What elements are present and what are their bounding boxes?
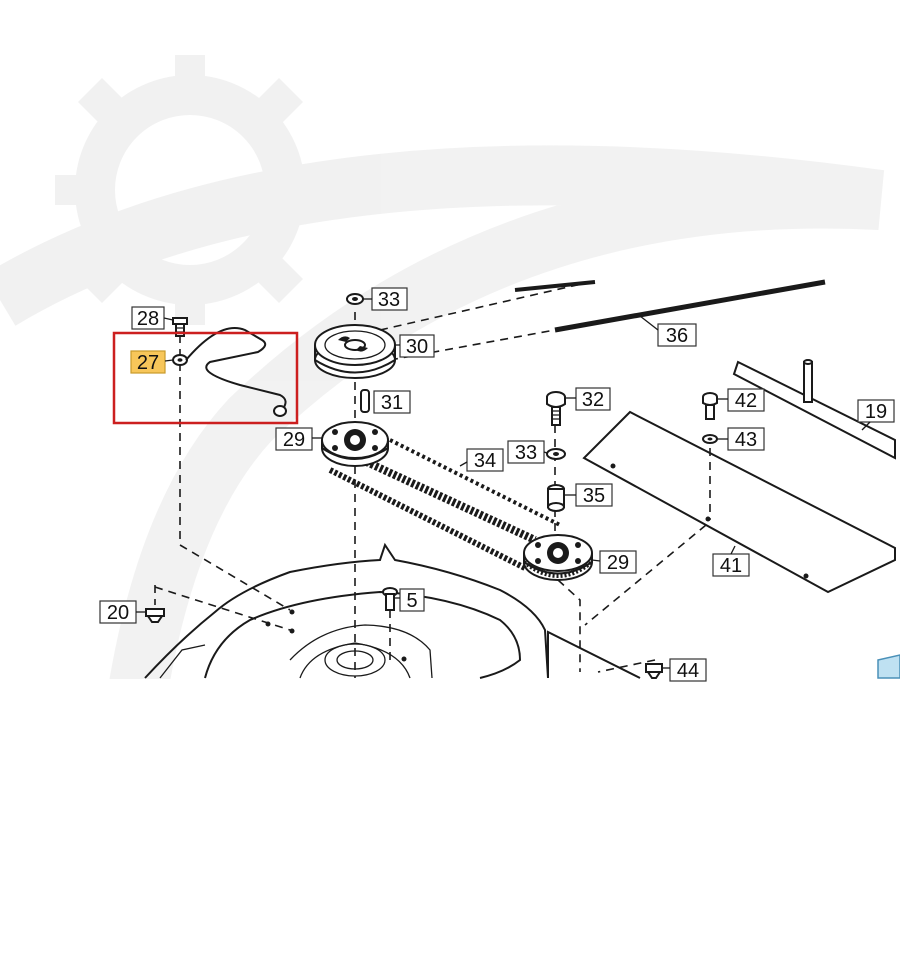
label-28[interactable]: 28 <box>131 306 174 330</box>
key-31 <box>360 389 370 413</box>
washer-33-mid <box>546 448 566 460</box>
svg-text:33: 33 <box>515 442 537 464</box>
svg-text:34: 34 <box>474 450 496 472</box>
svg-text:20: 20 <box>107 602 129 624</box>
pulley-29-upper <box>321 421 389 467</box>
label-32[interactable]: 32 <box>565 387 611 411</box>
spacer-35 <box>547 484 565 512</box>
svg-text:42: 42 <box>735 390 757 412</box>
svg-text:30: 30 <box>406 336 428 358</box>
bolt-32 <box>546 391 566 426</box>
label-33-top[interactable]: 33 <box>363 287 408 311</box>
callout-box-27 <box>112 331 299 425</box>
label-43[interactable]: 43 <box>717 427 765 451</box>
nut-44 <box>645 663 663 679</box>
washer-43 <box>702 434 718 444</box>
label-29-lower[interactable]: 29 <box>591 550 637 574</box>
svg-text:29: 29 <box>283 429 305 451</box>
washer-27 <box>172 354 188 366</box>
svg-text:29: 29 <box>607 552 629 574</box>
label-36[interactable]: 36 <box>639 315 697 347</box>
label-5[interactable]: 5 <box>394 588 425 612</box>
svg-text:27: 27 <box>137 352 159 374</box>
watermark-gear-icon <box>0 55 885 941</box>
assembly-axes <box>154 312 711 678</box>
svg-text:31: 31 <box>381 392 403 414</box>
bolt-5 <box>382 587 398 611</box>
label-20[interactable]: 20 <box>99 600 146 624</box>
label-31[interactable]: 31 <box>373 390 411 414</box>
svg-text:32: 32 <box>582 389 604 411</box>
label-35[interactable]: 35 <box>564 483 613 507</box>
svg-text:41: 41 <box>720 555 742 577</box>
svg-text:19: 19 <box>865 401 887 423</box>
svg-text:43: 43 <box>735 429 757 451</box>
svg-text:28: 28 <box>137 308 159 330</box>
label-27[interactable]: 27 <box>130 350 174 374</box>
svg-text:44: 44 <box>677 660 699 682</box>
svg-text:33: 33 <box>378 289 400 311</box>
label-30[interactable]: 30 <box>395 334 435 358</box>
washer-33-top <box>346 293 364 305</box>
label-34[interactable]: 34 <box>459 448 504 472</box>
pulley-30 <box>314 324 396 379</box>
svg-text:35: 35 <box>583 485 605 507</box>
label-29-upper[interactable]: 29 <box>275 427 322 451</box>
svg-text:5: 5 <box>406 590 417 612</box>
bolt-42 <box>702 392 718 420</box>
label-33-mid[interactable]: 33 <box>507 440 548 464</box>
label-42[interactable]: 42 <box>717 388 765 412</box>
bolt-28 <box>172 317 188 337</box>
spring-wire <box>185 327 287 417</box>
pulley-29-lower <box>522 534 594 581</box>
belt-cover-41 <box>582 410 896 594</box>
svg-text:36: 36 <box>666 325 688 347</box>
bracket-19 <box>732 359 896 460</box>
label-19[interactable]: 19 <box>857 399 895 431</box>
label-41[interactable]: 41 <box>712 545 750 577</box>
belt-36 <box>379 279 827 361</box>
nut-20 <box>145 608 165 623</box>
label-44[interactable]: 44 <box>662 658 707 682</box>
